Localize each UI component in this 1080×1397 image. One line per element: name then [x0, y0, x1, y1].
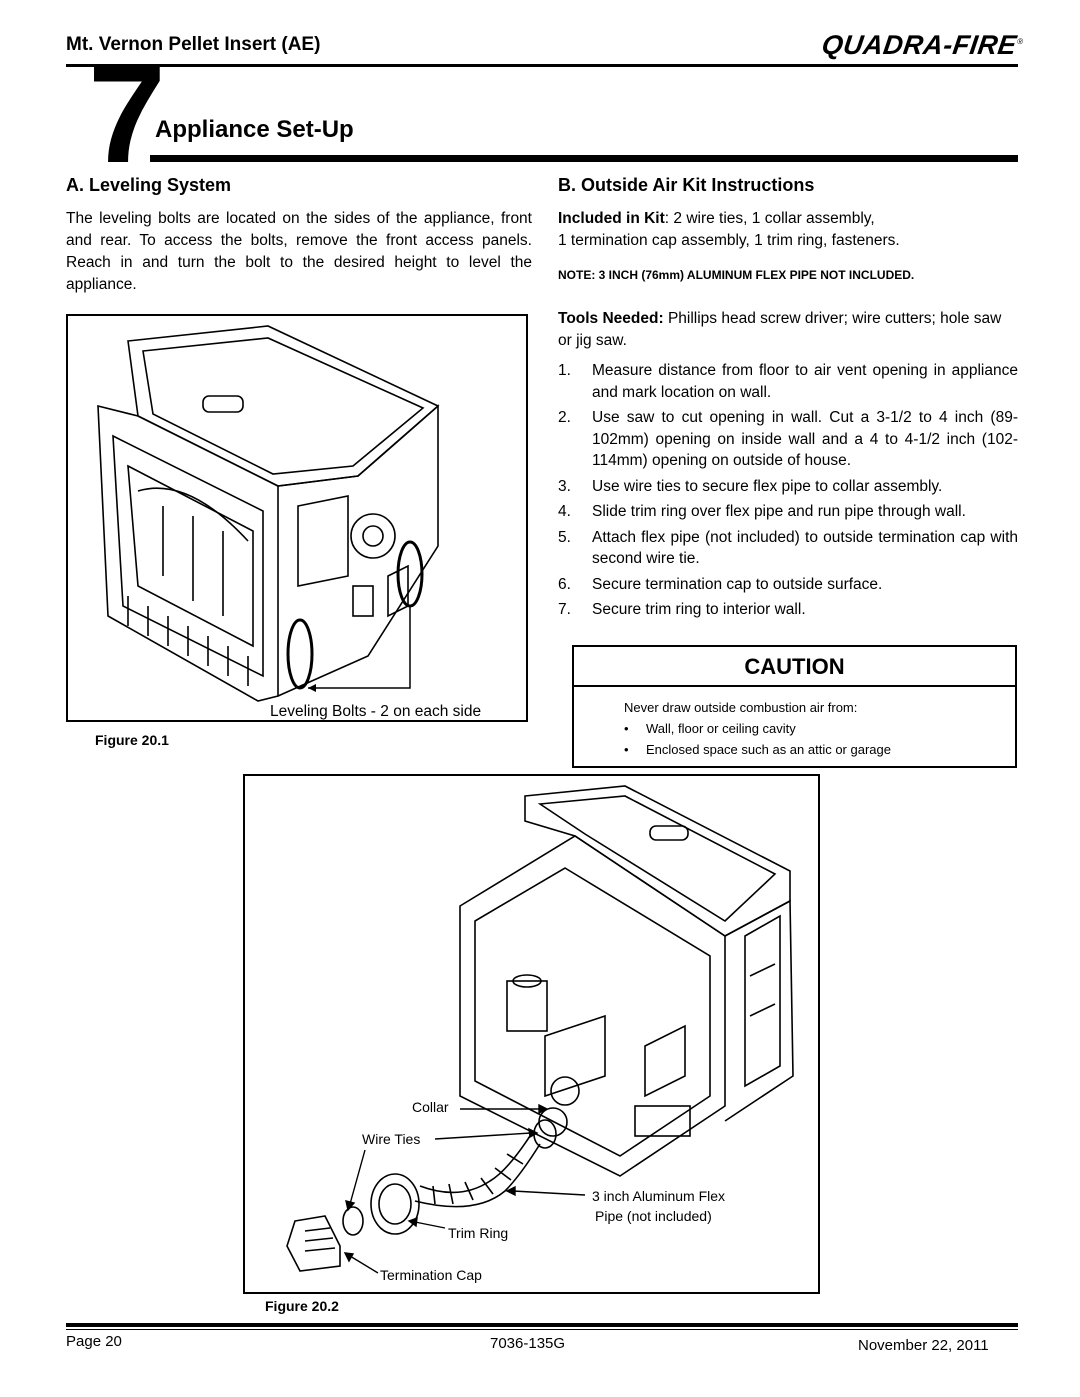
chapter-rule [150, 155, 1018, 162]
chapter-number: 7 [88, 35, 166, 192]
caution-item: Wall, floor or ceiling cavity [646, 718, 1015, 739]
collar-callout: Collar [412, 1099, 449, 1115]
step-item: 2.Use saw to cut opening in wall. Cut a … [558, 409, 1018, 469]
caution-box: CAUTION Never draw outside combustion ai… [572, 645, 1017, 768]
trim-ring-callout: Trim Ring [448, 1225, 509, 1241]
header-rule [66, 64, 1018, 67]
figure-20-1-caption: Leveling Bolts - 2 on each side [270, 703, 482, 720]
step-item: 5.Attach flex pipe (not included) to out… [558, 528, 1018, 568]
step-item: 6.Secure termination cap to outside surf… [558, 575, 883, 593]
wire-ties-callout: Wire Ties [362, 1131, 421, 1147]
instruction-steps: 1.Measure distance from floor to air ven… [558, 360, 1018, 625]
flex-pipe-note: NOTE: 3 INCH (76mm) ALUMINUM FLEX PIPE N… [558, 268, 915, 282]
figure-20-2: Collar Wire Ties 3 inch Aluminum Flex Pi… [243, 774, 820, 1294]
kit-contents: Included in Kit: 2 wire ties, 1 collar a… [558, 210, 900, 249]
document-date: November 22, 2011 [858, 1337, 989, 1354]
termination-cap-callout: Termination Cap [380, 1267, 482, 1283]
section-a-heading: A. Leveling System [66, 175, 232, 195]
flex-pipe-callout-line1: 3 inch Aluminum Flex [592, 1188, 726, 1204]
figure-20-1-label: Figure 20.1 [95, 732, 169, 748]
brand-logo: QUADRA-FIRE® [819, 30, 1025, 60]
page-number: Page 20 [66, 1333, 122, 1350]
step-item: 1.Measure distance from floor to air ven… [558, 362, 1018, 401]
flex-pipe-callout-line2: Pipe (not included) [595, 1208, 712, 1224]
step-item: 3.Use wire ties to secure flex pipe to c… [558, 477, 943, 495]
caution-item: Enclosed space such as an attic or garag… [646, 739, 1015, 760]
chapter-title: Appliance Set-Up [155, 116, 354, 143]
step-item: 4.Slide trim ring over flex pipe and run… [558, 503, 966, 520]
stove-front-illustration [97, 325, 440, 702]
step-item: 7.Secure trim ring to interior wall. [558, 601, 806, 618]
document-title: Mt. Vernon Pellet Insert (AE) [66, 34, 321, 55]
footer-rule-thin [66, 1329, 1018, 1330]
figure-20-2-label: Figure 20.2 [265, 1298, 339, 1314]
figure-20-1 [66, 314, 528, 722]
footer-rule [66, 1323, 1018, 1327]
stove-rear-illustration [286, 785, 794, 1274]
caution-intro: Never draw outside combustion air from: [624, 700, 858, 715]
section-b-heading: B. Outside Air Kit Instructions [558, 175, 815, 195]
caution-title: CAUTION [574, 647, 1015, 687]
document-code: 7036-135G [490, 1335, 566, 1352]
section-a-paragraph: The leveling bolts are located on the si… [66, 210, 532, 293]
tools-needed: Tools Needed: Phillips head screw driver… [558, 310, 1002, 349]
